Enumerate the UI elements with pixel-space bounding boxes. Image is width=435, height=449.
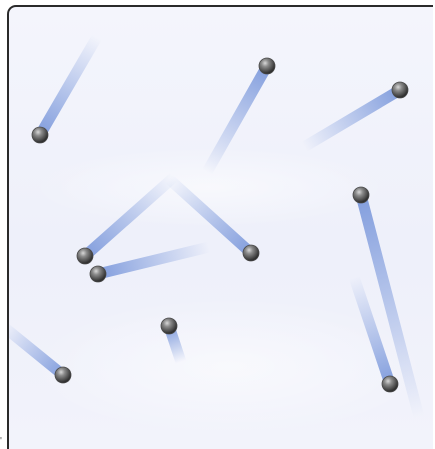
ball[interactable] (392, 82, 408, 98)
ball[interactable] (161, 318, 177, 334)
ball[interactable] (259, 58, 275, 74)
ball-trail (98, 247, 209, 274)
ball[interactable] (55, 367, 71, 383)
ball[interactable] (243, 245, 259, 261)
ball[interactable] (382, 376, 398, 392)
simulation-arena[interactable] (7, 5, 433, 449)
ball[interactable] (353, 187, 369, 203)
ball-trail (40, 37, 97, 135)
corner-mark: ' (0, 436, 8, 448)
simulation-canvas[interactable] (9, 7, 433, 449)
ball[interactable] (32, 127, 48, 143)
ball[interactable] (77, 248, 93, 264)
ball-trail (304, 90, 400, 147)
ball[interactable] (90, 266, 106, 282)
